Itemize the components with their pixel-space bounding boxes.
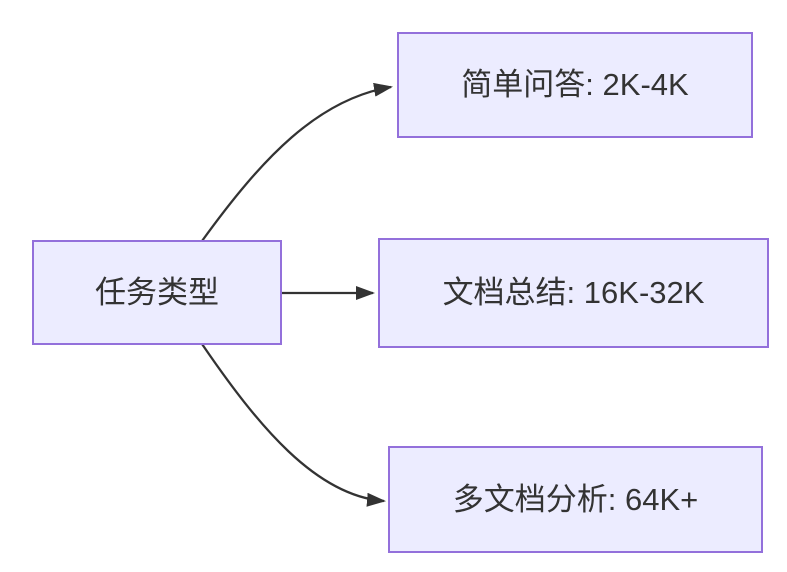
node-task-type-label: 任务类型 [95, 274, 219, 310]
node-task-type: 任务类型 [32, 240, 282, 345]
node-simple-qa: 简单问答: 2K-4K [397, 32, 753, 138]
node-multidoc-analysis-label: 多文档分析: 64K+ [452, 481, 699, 517]
edge-to-simple-qa [201, 82, 393, 242]
node-doc-summary-label: 文档总结: 16K-32K [442, 275, 705, 311]
node-simple-qa-label: 简单问答: 2K-4K [461, 67, 689, 103]
node-multidoc-analysis: 多文档分析: 64K+ [388, 446, 763, 553]
edge-to-multidoc-analysis [201, 343, 386, 507]
node-doc-summary: 文档总结: 16K-32K [378, 238, 769, 348]
